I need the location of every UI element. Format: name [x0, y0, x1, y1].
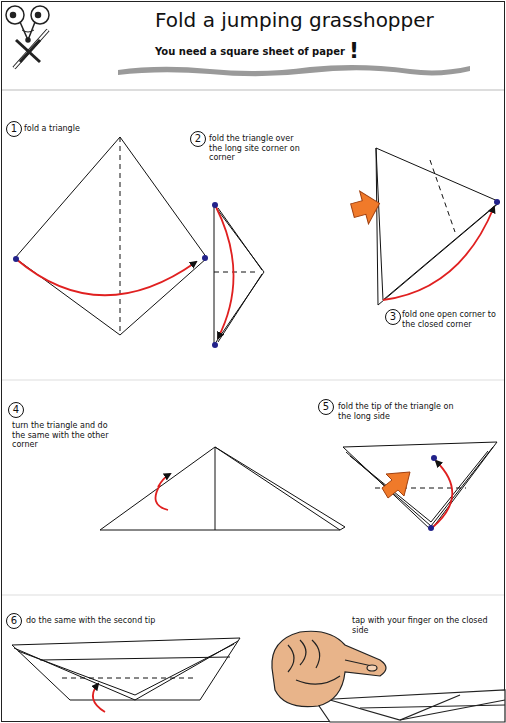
callout-number: 3 — [385, 309, 401, 325]
callout-number: 4 — [8, 402, 24, 418]
step-text: do the same with the second tip — [26, 616, 226, 626]
callout-number: 6 — [6, 613, 22, 629]
callout-number: 1 — [6, 121, 22, 137]
step-text: fold a triangle — [24, 124, 124, 134]
exclamation: ! — [349, 38, 359, 64]
callout-number: 5 — [318, 399, 334, 415]
subtitle: You need a square sheet of paper — [155, 46, 345, 58]
step-text: fold the triangle over the long site cor… — [209, 134, 309, 163]
step-text: fold the tip of the triangle on the long… — [338, 402, 468, 421]
sheet-title: Fold a jumping grasshopper — [155, 8, 434, 32]
callout-number: 2 — [190, 131, 206, 147]
step-text: turn the triangle and do the same with t… — [12, 421, 122, 450]
note-text: tap with your finger on the closed side — [352, 616, 502, 635]
hand-tapping — [272, 631, 505, 722]
scissors-icon — [6, 6, 49, 68]
step-text: fold one open corner to the closed corne… — [402, 310, 502, 329]
